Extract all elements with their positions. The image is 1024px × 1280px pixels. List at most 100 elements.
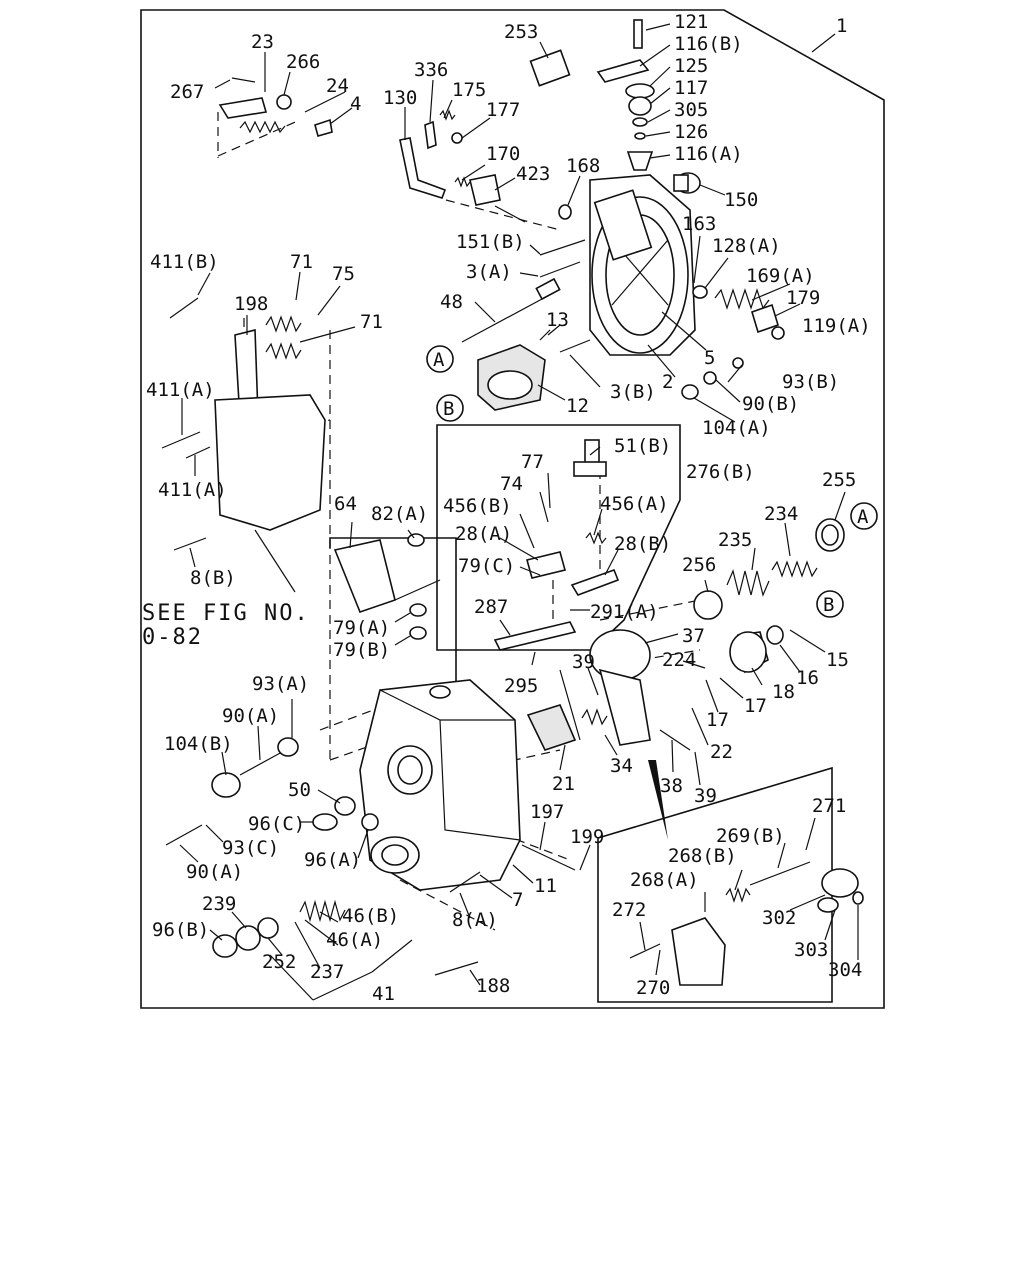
cap-104b <box>211 772 241 798</box>
cover-302 <box>817 868 859 913</box>
callout-104a: 104(A) <box>702 417 771 439</box>
callout-51b: 51(B) <box>614 435 671 457</box>
washer-79a <box>409 603 427 617</box>
diagram-frame <box>140 9 885 1009</box>
bolt-8b <box>173 537 207 551</box>
callout-12: 12 <box>566 395 589 417</box>
callout-303: 303 <box>794 939 828 961</box>
svg-text:A: A <box>857 506 869 528</box>
callout-198: 198 <box>234 293 268 315</box>
callout-79a: 79(A) <box>333 617 390 639</box>
callout-267: 267 <box>170 81 204 103</box>
callout-21: 21 <box>552 773 575 795</box>
plug-96a <box>361 813 379 831</box>
callout-305: 305 <box>674 99 708 121</box>
callout-116a: 116(A) <box>674 143 743 165</box>
spring-24 <box>239 120 286 134</box>
marker-b-left: B <box>436 394 464 422</box>
callout-90b: 90(B) <box>742 393 799 415</box>
callout-41: 41 <box>372 983 395 1005</box>
governor-arm-287 <box>493 621 577 651</box>
callout-237: 237 <box>310 961 344 983</box>
callout-411a-lower: 411(A) <box>158 479 227 501</box>
callout-34: 34 <box>610 755 633 777</box>
callout-50: 50 <box>288 779 311 801</box>
plate-336 <box>424 120 437 150</box>
callout-79c: 79(C) <box>458 555 515 577</box>
spring-71 <box>265 315 302 360</box>
callout-151b: 151(B) <box>456 231 525 253</box>
callout-126: 126 <box>674 121 708 143</box>
spring-269b <box>725 887 751 903</box>
bracket-21 <box>526 669 581 751</box>
callout-179: 179 <box>786 287 820 309</box>
bolt-90b <box>703 371 717 385</box>
callout-64: 64 <box>334 493 357 515</box>
cap-239 <box>235 925 261 951</box>
callout-270: 270 <box>636 977 670 999</box>
callout-199: 199 <box>570 826 604 848</box>
top-cap-stack <box>596 19 655 171</box>
callout-170: 170 <box>486 143 520 165</box>
solenoid-subassembly-box <box>597 766 833 1003</box>
callout-168: 168 <box>566 155 600 177</box>
roller-ring-12 <box>477 344 546 411</box>
callout-3b: 3(B) <box>610 381 656 403</box>
pin-38 <box>659 729 691 751</box>
callout-46a: 46(A) <box>326 929 383 951</box>
callout-271: 271 <box>812 795 846 817</box>
shaft-48 <box>461 277 561 343</box>
bolt-411a-1 <box>161 431 201 449</box>
callout-15: 15 <box>826 649 849 671</box>
callout-48: 48 <box>440 291 463 313</box>
callout-252: 252 <box>262 951 296 973</box>
callout-125: 125 <box>674 55 708 77</box>
callout-28b: 28(B) <box>614 533 671 555</box>
callout-304: 304 <box>828 959 862 981</box>
callout-269b: 269(B) <box>716 825 785 847</box>
stud-423 <box>494 205 526 223</box>
callout-82a: 82(A) <box>371 503 428 525</box>
callout-253: 253 <box>504 21 538 43</box>
ring-16 <box>766 625 784 645</box>
callout-128a: 128(A) <box>712 235 781 257</box>
callout-77: 77 <box>521 451 544 473</box>
callout-71-mid: 71 <box>360 311 383 333</box>
callout-295: 295 <box>504 675 538 697</box>
sleeve-253 <box>529 49 571 87</box>
callout-197: 197 <box>530 801 564 823</box>
callout-46b: 46(B) <box>342 905 399 927</box>
governor-subassembly-box <box>436 424 681 651</box>
callout-93c: 93(C) <box>222 837 279 859</box>
callout-119a: 119(A) <box>802 315 871 337</box>
callout-224: 224 <box>662 649 696 671</box>
callout-291a: 291(A) <box>590 601 659 623</box>
callout-90a-upper: 90(A) <box>222 705 279 727</box>
washer-79b <box>409 626 427 640</box>
see-fig-note-line1: SEE FIG NO. <box>142 601 310 626</box>
callout-117: 117 <box>674 77 708 99</box>
cap-252 <box>257 917 279 939</box>
washer-177 <box>451 132 463 144</box>
callout-3a: 3(A) <box>466 261 512 283</box>
callout-411a-upper: 411(A) <box>146 379 215 401</box>
callout-150: 150 <box>724 189 758 211</box>
spring-169a <box>714 288 770 310</box>
solenoid-270 <box>671 917 726 986</box>
callout-75: 75 <box>332 263 355 285</box>
leader-lines <box>179 23 859 1001</box>
callout-272: 272 <box>612 899 646 921</box>
callout-labels: 1 121 116(B) 125 117 305 126 116(A) 150 … <box>142 11 871 1005</box>
callout-423: 423 <box>516 163 550 185</box>
callout-169a: 169(A) <box>746 265 815 287</box>
callout-71-top: 71 <box>290 251 313 273</box>
svg-text:B: B <box>823 594 834 616</box>
callout-17-lower: 17 <box>706 709 729 731</box>
callout-13: 13 <box>546 309 569 331</box>
callout-23: 23 <box>251 31 274 53</box>
bolt-8a <box>449 871 481 893</box>
callout-74: 74 <box>500 473 523 495</box>
washer-50 <box>334 796 356 816</box>
callout-302: 302 <box>762 907 796 929</box>
callout-130: 130 <box>383 87 417 109</box>
